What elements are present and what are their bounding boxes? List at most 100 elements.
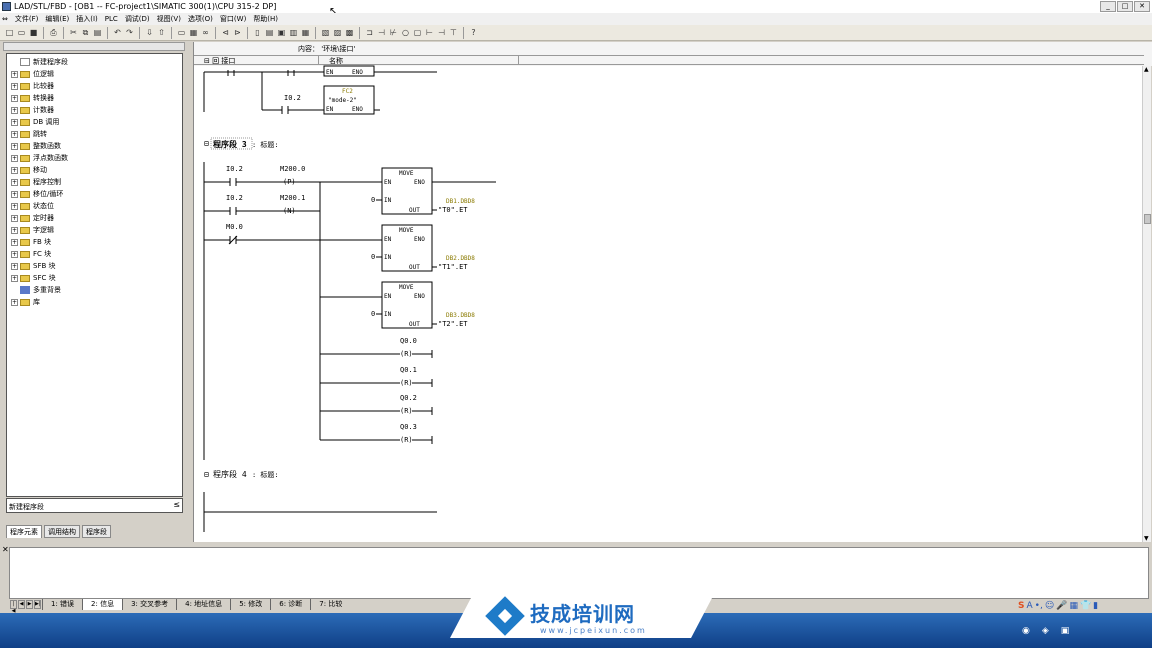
menu-plc[interactable]: PLC bbox=[104, 15, 118, 23]
interface-col[interactable]: ⊟ 回 接口 bbox=[194, 56, 319, 65]
tree-item-bit-logic[interactable]: +位逻辑 bbox=[11, 70, 54, 78]
view-details-icon[interactable]: ▦ bbox=[301, 28, 310, 37]
new-icon[interactable]: □ bbox=[5, 28, 14, 37]
view-overview-icon[interactable]: ▥ bbox=[289, 28, 298, 37]
close-output-icon[interactable]: ✕ bbox=[2, 545, 9, 554]
prev-icon[interactable]: ⊲ bbox=[222, 28, 229, 37]
expand-icon[interactable]: + bbox=[11, 130, 18, 138]
open-branch-icon[interactable]: ⊐ bbox=[366, 28, 373, 37]
tray-flag-icon[interactable]: ▣ bbox=[1060, 626, 1070, 636]
tree-item-multi-instance[interactable]: 多重背景 bbox=[11, 284, 61, 296]
tree-item-comparator[interactable]: +比较器 bbox=[11, 82, 54, 90]
name-col[interactable]: 名称 bbox=[319, 56, 519, 65]
tab-address-info[interactable]: 4: 地址信息 bbox=[176, 599, 230, 610]
tree-item-integer-func[interactable]: +整数函数 bbox=[11, 142, 61, 150]
comment-icon[interactable]: ▨ bbox=[333, 28, 342, 37]
tab-modify[interactable]: 5: 修改 bbox=[230, 599, 270, 610]
undo-icon[interactable]: ↶ bbox=[114, 28, 121, 37]
upload-icon[interactable]: ⇧ bbox=[158, 28, 165, 37]
tree-item-program-control[interactable]: +程序控制 bbox=[11, 178, 61, 186]
scroll-thumb[interactable] bbox=[1144, 214, 1151, 224]
tree-item-converter[interactable]: +转换器 bbox=[11, 94, 54, 102]
menu-options[interactable]: 选项(O) bbox=[187, 15, 213, 23]
first-tab-icon[interactable]: |◀ bbox=[10, 600, 17, 614]
download-icon[interactable]: ⇩ bbox=[146, 28, 153, 37]
tab-program-elements[interactable]: 程序元素 bbox=[6, 525, 42, 538]
tree-item-float-func[interactable]: +浮点数函数 bbox=[11, 154, 68, 162]
open-icon[interactable]: ▭ bbox=[17, 28, 26, 37]
glasses-icon[interactable]: ∞ bbox=[202, 28, 209, 37]
copy-icon[interactable]: ⧉ bbox=[82, 28, 89, 37]
tree-item-status-bits[interactable]: +状态位 bbox=[11, 202, 54, 210]
ime-keyboard-icon[interactable]: ▦ bbox=[1069, 601, 1078, 611]
ime-emoji-icon[interactable]: ☺ bbox=[1044, 601, 1055, 611]
tab-networks[interactable]: 程序段 bbox=[82, 525, 111, 538]
expand-icon[interactable]: + bbox=[11, 94, 18, 102]
prev-tab-icon[interactable]: ◀ bbox=[18, 600, 25, 609]
tree-item-new-network[interactable]: 新建程序段 bbox=[11, 56, 68, 68]
ime-voice-icon[interactable]: 🎤 bbox=[1056, 601, 1068, 611]
menu-view[interactable]: 视图(V) bbox=[156, 15, 181, 23]
tab-compare[interactable]: 7: 比较 bbox=[310, 599, 350, 610]
address-icon[interactable]: ▩ bbox=[345, 28, 354, 37]
next-icon[interactable]: ⊳ bbox=[234, 28, 241, 37]
paste-icon[interactable]: ▤ bbox=[93, 28, 102, 37]
expand-icon[interactable]: + bbox=[11, 166, 18, 174]
ime-toolbox-icon[interactable]: ▮ bbox=[1093, 601, 1099, 611]
expand-icon[interactable]: + bbox=[11, 262, 18, 270]
minimize-button[interactable]: _ bbox=[1100, 1, 1116, 12]
expand-icon[interactable]: + bbox=[11, 298, 18, 306]
expand-icon[interactable]: + bbox=[11, 118, 18, 126]
expand-icon[interactable]: + bbox=[11, 274, 18, 282]
box-icon[interactable]: ▢ bbox=[413, 28, 422, 37]
contact-nc-icon[interactable]: ⊬ bbox=[390, 28, 397, 37]
tree-item-word-logic[interactable]: +字逻辑 bbox=[11, 226, 54, 234]
ime-punct-icon[interactable]: •, bbox=[1034, 601, 1043, 611]
editor-vertical-scrollbar[interactable]: ▲ ▼ bbox=[1142, 66, 1151, 542]
coil-icon[interactable]: ○ bbox=[402, 28, 409, 37]
scroll-down-icon[interactable]: ▼ bbox=[1144, 535, 1149, 542]
tree-item-shift-rotate[interactable]: +移位/循环 bbox=[11, 190, 64, 198]
help-icon[interactable]: ? bbox=[471, 28, 476, 37]
tree-item-counter[interactable]: +计数器 bbox=[11, 106, 54, 114]
save-icon[interactable]: ■ bbox=[29, 28, 38, 37]
expand-icon[interactable]: + bbox=[11, 82, 18, 90]
maximize-button[interactable]: □ bbox=[1117, 1, 1133, 12]
tree-item-jump[interactable]: +跳转 bbox=[11, 130, 47, 138]
tree-item-timers[interactable]: +定时器 bbox=[11, 214, 54, 222]
cut-icon[interactable]: ✂ bbox=[70, 28, 77, 37]
menu-insert[interactable]: 插入(I) bbox=[76, 15, 98, 23]
tree-item-library[interactable]: +库 bbox=[11, 298, 40, 306]
symbol-icon[interactable]: ▧ bbox=[321, 28, 330, 37]
expand-icon[interactable]: + bbox=[11, 202, 18, 210]
expand-icon[interactable]: + bbox=[11, 142, 18, 150]
expand-icon[interactable]: + bbox=[11, 250, 18, 258]
branch-open-icon[interactable]: ⊢ bbox=[426, 28, 433, 37]
next-tab-icon[interactable]: ▶ bbox=[26, 600, 33, 609]
tab-errors[interactable]: 1: 错误 bbox=[42, 599, 82, 610]
tree-item-fb-blocks[interactable]: +FB 块 bbox=[11, 238, 52, 246]
tab-call-structure[interactable]: 调用结构 bbox=[44, 525, 80, 538]
menu-help[interactable]: 帮助(H) bbox=[253, 15, 279, 23]
menu-icon[interactable]: ⇔ bbox=[2, 15, 8, 23]
expand-icon[interactable]: + bbox=[11, 238, 18, 246]
tab-cross-ref[interactable]: 3: 交叉参考 bbox=[122, 599, 176, 610]
tree-item-sfc-blocks[interactable]: +SFC 块 bbox=[11, 274, 56, 282]
expand-icon[interactable]: + bbox=[11, 178, 18, 186]
tab-info[interactable]: 2: 信息 bbox=[82, 599, 123, 610]
ladder-diagram[interactable]: EN ENO I0.2 FC2 "mode-2" EN ENO ⊟ 程序段 3 … bbox=[194, 42, 1142, 542]
expand-icon[interactable]: + bbox=[11, 106, 18, 114]
print-icon[interactable]: ⎙ bbox=[50, 28, 57, 37]
ime-lang-icon[interactable]: A bbox=[1026, 601, 1033, 611]
scroll-up-icon[interactable]: ▲ bbox=[1144, 66, 1149, 73]
monitor-icon[interactable]: ▭ bbox=[177, 28, 186, 37]
menu-edit[interactable]: 编辑(E) bbox=[45, 15, 70, 23]
expand-icon[interactable]: + bbox=[11, 214, 18, 222]
menu-window[interactable]: 窗口(W) bbox=[219, 15, 247, 23]
tree-item-fc-blocks[interactable]: +FC 块 bbox=[11, 250, 52, 258]
expand-icon[interactable]: + bbox=[11, 226, 18, 234]
expand-icon[interactable]: + bbox=[11, 190, 18, 198]
tray-volume-icon[interactable]: ◈ bbox=[1041, 626, 1049, 636]
menu-file[interactable]: 文件(F) bbox=[14, 15, 39, 23]
last-tab-icon[interactable]: ▶| bbox=[34, 600, 41, 609]
